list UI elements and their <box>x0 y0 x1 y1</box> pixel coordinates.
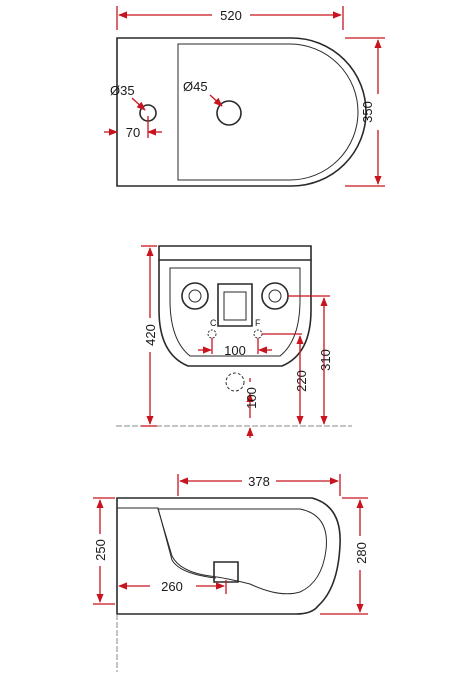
dim-height-280: 280 <box>354 542 369 564</box>
label-hot: F <box>255 318 261 328</box>
side-view: 378 250 280 260 <box>93 474 369 672</box>
top-view: 520 350 Ø35 Ø45 70 <box>104 6 385 187</box>
drain-outlet <box>225 372 245 392</box>
front-view-top-edge <box>158 245 312 261</box>
mounting-hole-right <box>261 282 289 310</box>
label-cold: C <box>210 318 217 328</box>
top-view-outline <box>116 37 367 187</box>
dim-width-520: 520 <box>220 8 242 23</box>
front-view: C F 420 100 220 310 100 <box>116 245 352 438</box>
mounting-hole-left <box>181 282 209 310</box>
water-inlet-hot <box>253 329 263 339</box>
rear-spigot <box>217 283 253 327</box>
dim-drain-100: 100 <box>244 387 259 409</box>
label-hole-35: Ø35 <box>110 83 135 98</box>
front-view-bowl-inner <box>169 267 301 357</box>
front-view-body <box>158 260 312 367</box>
dim-height-420: 420 <box>143 324 158 346</box>
dim-depth-350: 350 <box>360 101 375 123</box>
dim-height-310: 310 <box>318 349 333 371</box>
water-inlet-cold <box>207 329 217 339</box>
side-view-back-wall <box>117 507 217 579</box>
drain-spigot-side <box>213 561 239 583</box>
dim-height-220: 220 <box>294 370 309 392</box>
top-view-seat-outline <box>177 43 359 181</box>
dim-height-250: 250 <box>93 539 108 561</box>
dim-offset-260: 260 <box>161 579 183 594</box>
label-hole-45: Ø45 <box>183 79 208 94</box>
dim-width-378: 378 <box>248 474 270 489</box>
dim-spacing-100: 100 <box>224 343 246 358</box>
side-view-outline <box>116 497 341 615</box>
mounting-hole-right-inner <box>268 289 282 303</box>
tap-hole-large <box>216 100 242 126</box>
mounting-hole-left-inner <box>188 289 202 303</box>
dim-offset-70: 70 <box>126 125 140 140</box>
side-view-bowl <box>157 508 327 595</box>
